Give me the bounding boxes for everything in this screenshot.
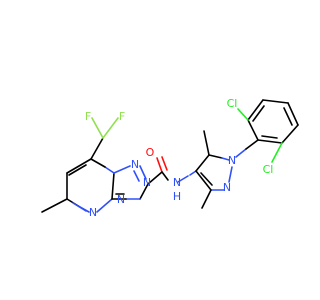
molecule-structure: F F N N N N O N H N N Cl Cl	[41, 97, 299, 219]
bonds	[41, 99, 299, 213]
bond	[208, 154, 223, 159]
bond	[102, 117, 119, 139]
bond	[139, 183, 149, 200]
bond	[177, 175, 189, 183]
atom-label-cl1: Cl	[227, 97, 238, 110]
bond	[195, 170, 212, 191]
bond	[133, 170, 140, 182]
bond	[139, 165, 147, 180]
bond	[91, 117, 104, 139]
bond	[113, 165, 131, 174]
bond	[287, 102, 299, 126]
atom-label-f1: F	[85, 110, 91, 123]
bond	[156, 157, 163, 173]
bond	[247, 119, 259, 141]
bond	[96, 198, 113, 213]
atom-labels: F F N N N N O N H N N Cl Cl	[85, 97, 274, 219]
bond	[68, 164, 87, 176]
bond	[221, 157, 230, 161]
atom-label-nh: N	[173, 176, 181, 189]
atom-label-n4: N	[89, 206, 97, 219]
atom-label-n3: N	[117, 193, 125, 206]
atom-label-n1: N	[131, 158, 139, 171]
bond	[283, 107, 293, 126]
bond	[271, 142, 283, 163]
bond	[111, 172, 115, 200]
bond	[200, 172, 213, 186]
bond	[201, 189, 212, 209]
bond	[237, 108, 249, 121]
bond	[90, 137, 104, 160]
atom-label-o: O	[146, 146, 155, 159]
bond	[195, 154, 210, 172]
bond	[66, 158, 92, 174]
atom-label-n2: N	[143, 176, 151, 189]
bond	[252, 105, 265, 122]
atom-label-cl2: Cl	[263, 163, 274, 176]
bond	[281, 124, 299, 144]
bond	[161, 171, 169, 181]
bond	[203, 130, 210, 156]
atom-label-f2: F	[119, 110, 125, 123]
bond	[228, 166, 233, 183]
bond	[235, 148, 247, 158]
bond	[161, 156, 168, 171]
bond	[247, 99, 264, 121]
bond	[245, 139, 259, 150]
bond	[104, 166, 115, 174]
atom-label-n6: N	[223, 181, 231, 194]
bond	[261, 135, 278, 139]
bond	[72, 202, 87, 212]
bond	[147, 171, 163, 185]
bond	[41, 198, 68, 213]
bond	[262, 99, 289, 104]
bond	[257, 139, 283, 144]
bond	[189, 170, 197, 176]
atom-label-h: H	[173, 190, 181, 203]
bond	[90, 158, 106, 168]
atom-label-n5: N	[228, 154, 236, 167]
